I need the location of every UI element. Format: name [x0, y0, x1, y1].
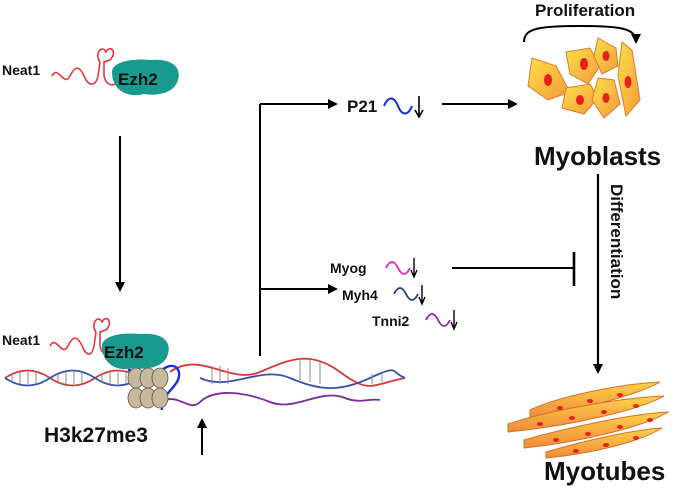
myog-label: Myog — [330, 260, 367, 276]
myh4-mrna-wave — [393, 287, 419, 301]
ezh2-label-bottom: Ezh2 — [104, 343, 144, 362]
tnni2-down-arrow — [450, 310, 458, 331]
proliferation-label: Proliferation — [535, 1, 635, 20]
histone-nucleosome — [127, 367, 169, 409]
dna-base-pairs — [11, 360, 383, 384]
myotubes-label: Myotubes — [544, 456, 665, 486]
dna-strand-blue-right — [199, 369, 406, 390]
neat1-ezh2-complex-bottom: Neat1 Ezh2 — [2, 317, 169, 370]
neat1-rna-top — [51, 47, 117, 86]
dna-strand-purple — [164, 392, 381, 407]
myh4-down-arrow — [418, 285, 426, 306]
myotube — [507, 395, 665, 433]
myotube — [523, 411, 670, 449]
p21-gene: P21 — [347, 96, 424, 119]
h3k27me3-label: H3k27me3 — [44, 424, 148, 447]
nucleus — [602, 51, 610, 61]
ezh2-protein-bottom — [102, 333, 169, 370]
p21-label: P21 — [347, 97, 377, 116]
nucleus — [580, 58, 588, 70]
nucleus — [576, 95, 584, 105]
myoblast-cells — [527, 37, 641, 119]
neat1-label-bottom: Neat1 — [2, 332, 40, 348]
proliferation-bracket-arrow — [523, 24, 641, 44]
myog-mrna-wave — [385, 261, 411, 275]
branch-lines — [259, 99, 338, 356]
myog-down-arrow — [410, 258, 418, 279]
p21-down-arrow — [414, 96, 424, 119]
p21-mrna-wave — [383, 97, 413, 115]
dna-helix — [4, 357, 406, 411]
myh4-label: Myh4 — [342, 287, 378, 303]
ezh2-protein-top — [112, 59, 179, 96]
myogenic-genes: Myog Myh4 Tnni2 — [330, 258, 458, 331]
myotube-cells — [507, 381, 670, 459]
tnni2-label: Tnni2 — [372, 313, 410, 329]
neat1-label-top: Neat1 — [2, 62, 40, 78]
nucleus — [624, 76, 632, 88]
differentiation-label: Differentiation — [607, 184, 626, 299]
ezh2-label-top: Ezh2 — [118, 70, 158, 89]
myotube-nuclei — [537, 393, 653, 453]
nucleus — [602, 93, 610, 103]
myoblasts-label: Myoblasts — [534, 141, 661, 171]
tnni2-mrna-wave — [425, 313, 451, 327]
dna-strand-red-right — [169, 357, 406, 387]
neat1-ezh2-complex-top: Neat1 Ezh2 — [2, 47, 179, 96]
inhibition-arrow — [452, 252, 576, 286]
dna-strand-red — [4, 369, 141, 387]
dna-strand-blue — [4, 369, 141, 387]
nucleus — [544, 74, 552, 86]
